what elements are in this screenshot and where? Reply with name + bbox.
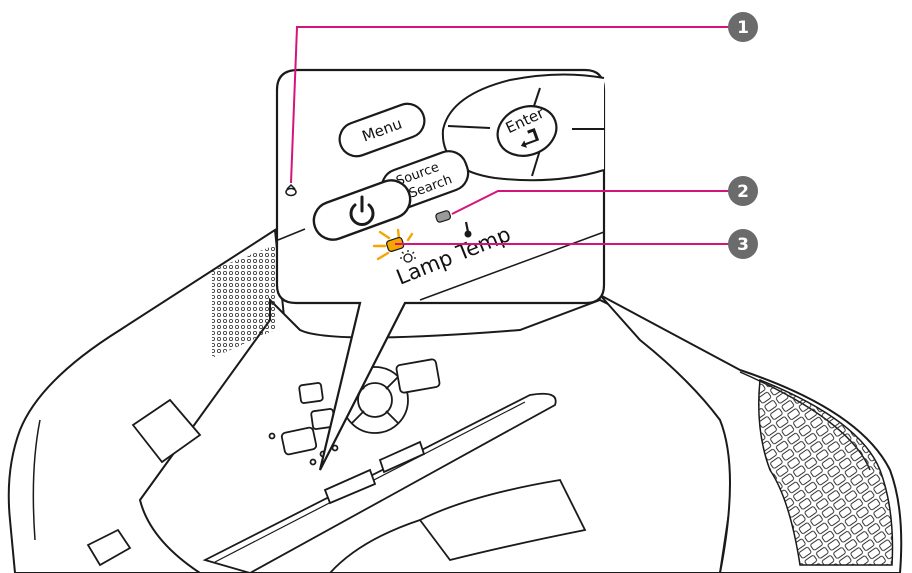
svg-text:2: 2 [737,182,749,202]
power-indicator-icon [285,183,297,197]
thermometer-icon [464,221,472,238]
side-panel-details [86,398,202,567]
callout-badge-2: 2 [728,176,758,206]
temp-indicator [435,210,472,238]
enter-button[interactable]: Enter [491,98,564,164]
enter-arrow-icon [520,128,540,148]
callout-badge-1: 1 [728,12,758,42]
svg-text:1: 1 [737,18,749,38]
callout-badge-3: 3 [728,229,758,259]
lamp-indicator [372,228,416,263]
power-button[interactable] [309,175,416,245]
speaker-grille [212,245,275,358]
lamp-icon [400,250,416,263]
svg-text:3: 3 [737,235,749,255]
menu-button[interactable]: Menu [335,99,429,161]
lens-slot [202,392,587,573]
callout-leaders [290,26,730,245]
power-icon [349,195,375,226]
vent-grille [758,378,894,566]
